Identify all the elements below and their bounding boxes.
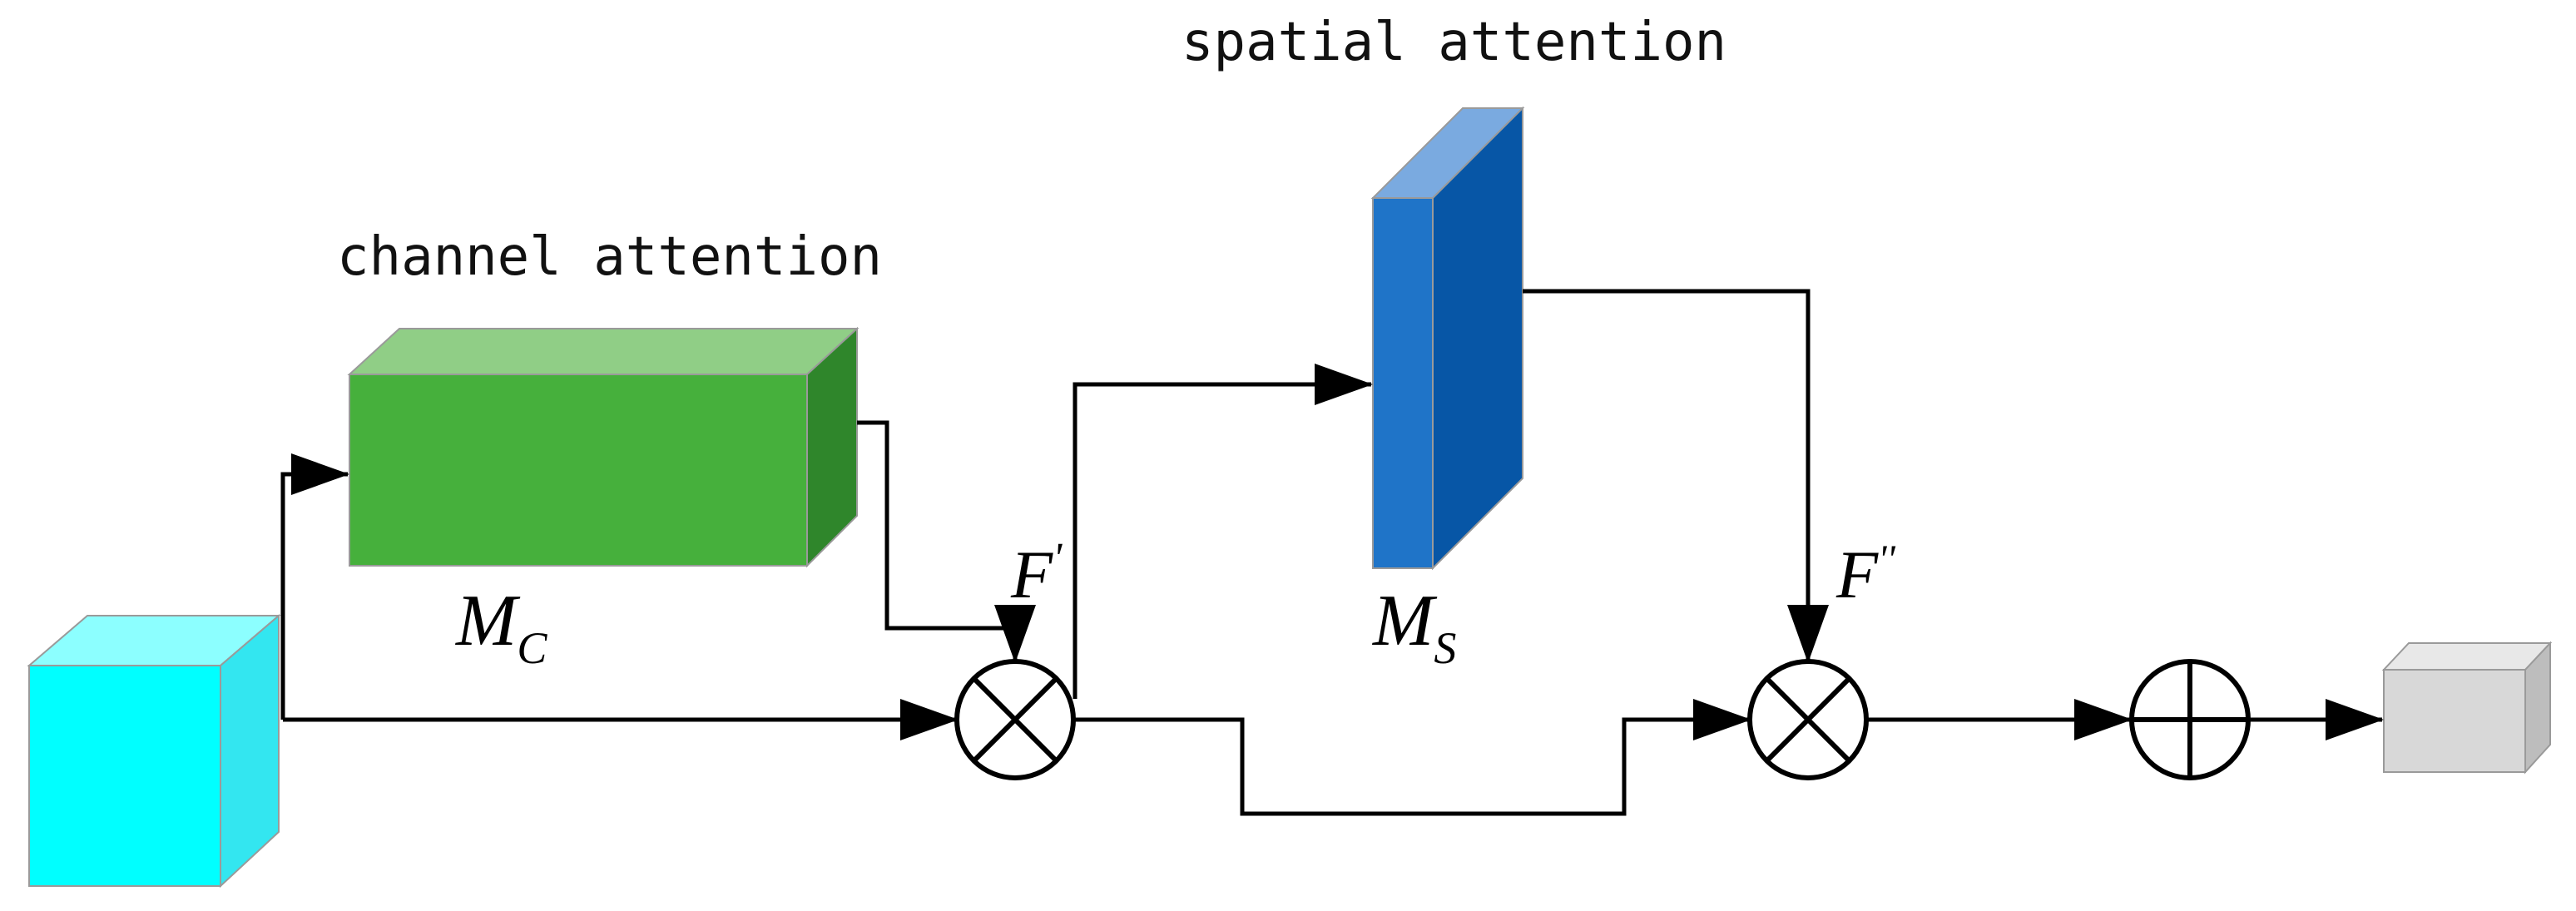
ms-label-main: M xyxy=(1371,581,1438,661)
channel-attention-block xyxy=(347,326,859,568)
f-double-prime-mark: '' xyxy=(1878,537,1895,582)
mc-label-sub: C xyxy=(517,623,547,673)
connectors xyxy=(280,289,2384,816)
output-top-face xyxy=(2381,642,2553,671)
mc-label-main: M xyxy=(454,581,521,661)
wire-spatial-to-multiply-2 xyxy=(1523,289,1829,663)
channel-attention-label: channel attention xyxy=(337,226,882,288)
output-front-face xyxy=(2383,669,2526,773)
add-node xyxy=(2129,659,2251,780)
multiply-node-1-cross-b xyxy=(972,676,1058,763)
wire-multiply-1-bypass xyxy=(1075,699,1751,816)
input-feature-block xyxy=(27,613,281,889)
f-double-prime-label: F'' xyxy=(1835,537,1895,612)
channel-front-face xyxy=(349,374,808,567)
wire-multiply-1-to-spatial xyxy=(1073,364,1373,699)
spatial-front-face xyxy=(1372,197,1434,569)
ms-label-sub: S xyxy=(1434,623,1456,673)
channel-top-face xyxy=(347,328,859,375)
f-prime-main: F xyxy=(1010,537,1053,612)
f-double-prime-main: F xyxy=(1835,537,1879,612)
multiply-node-1 xyxy=(954,659,1076,780)
ms-label: MS xyxy=(1371,581,1456,673)
multiply-node-2-cross-b xyxy=(1765,676,1851,763)
mc-label: MC xyxy=(454,581,547,673)
wire-input-to-channel xyxy=(280,453,349,720)
spatial-attention-label: spatial attention xyxy=(1181,12,1726,73)
output-feature-block xyxy=(2381,641,2553,775)
f-prime-label: F' xyxy=(1010,535,1063,612)
multiply-node-2 xyxy=(1747,659,1869,780)
spatial-attention-block xyxy=(1370,106,1525,571)
input-front-face xyxy=(28,665,221,887)
f-prime-mark: ' xyxy=(1053,535,1063,582)
wire-channel-to-multiply-1 xyxy=(857,420,1036,663)
